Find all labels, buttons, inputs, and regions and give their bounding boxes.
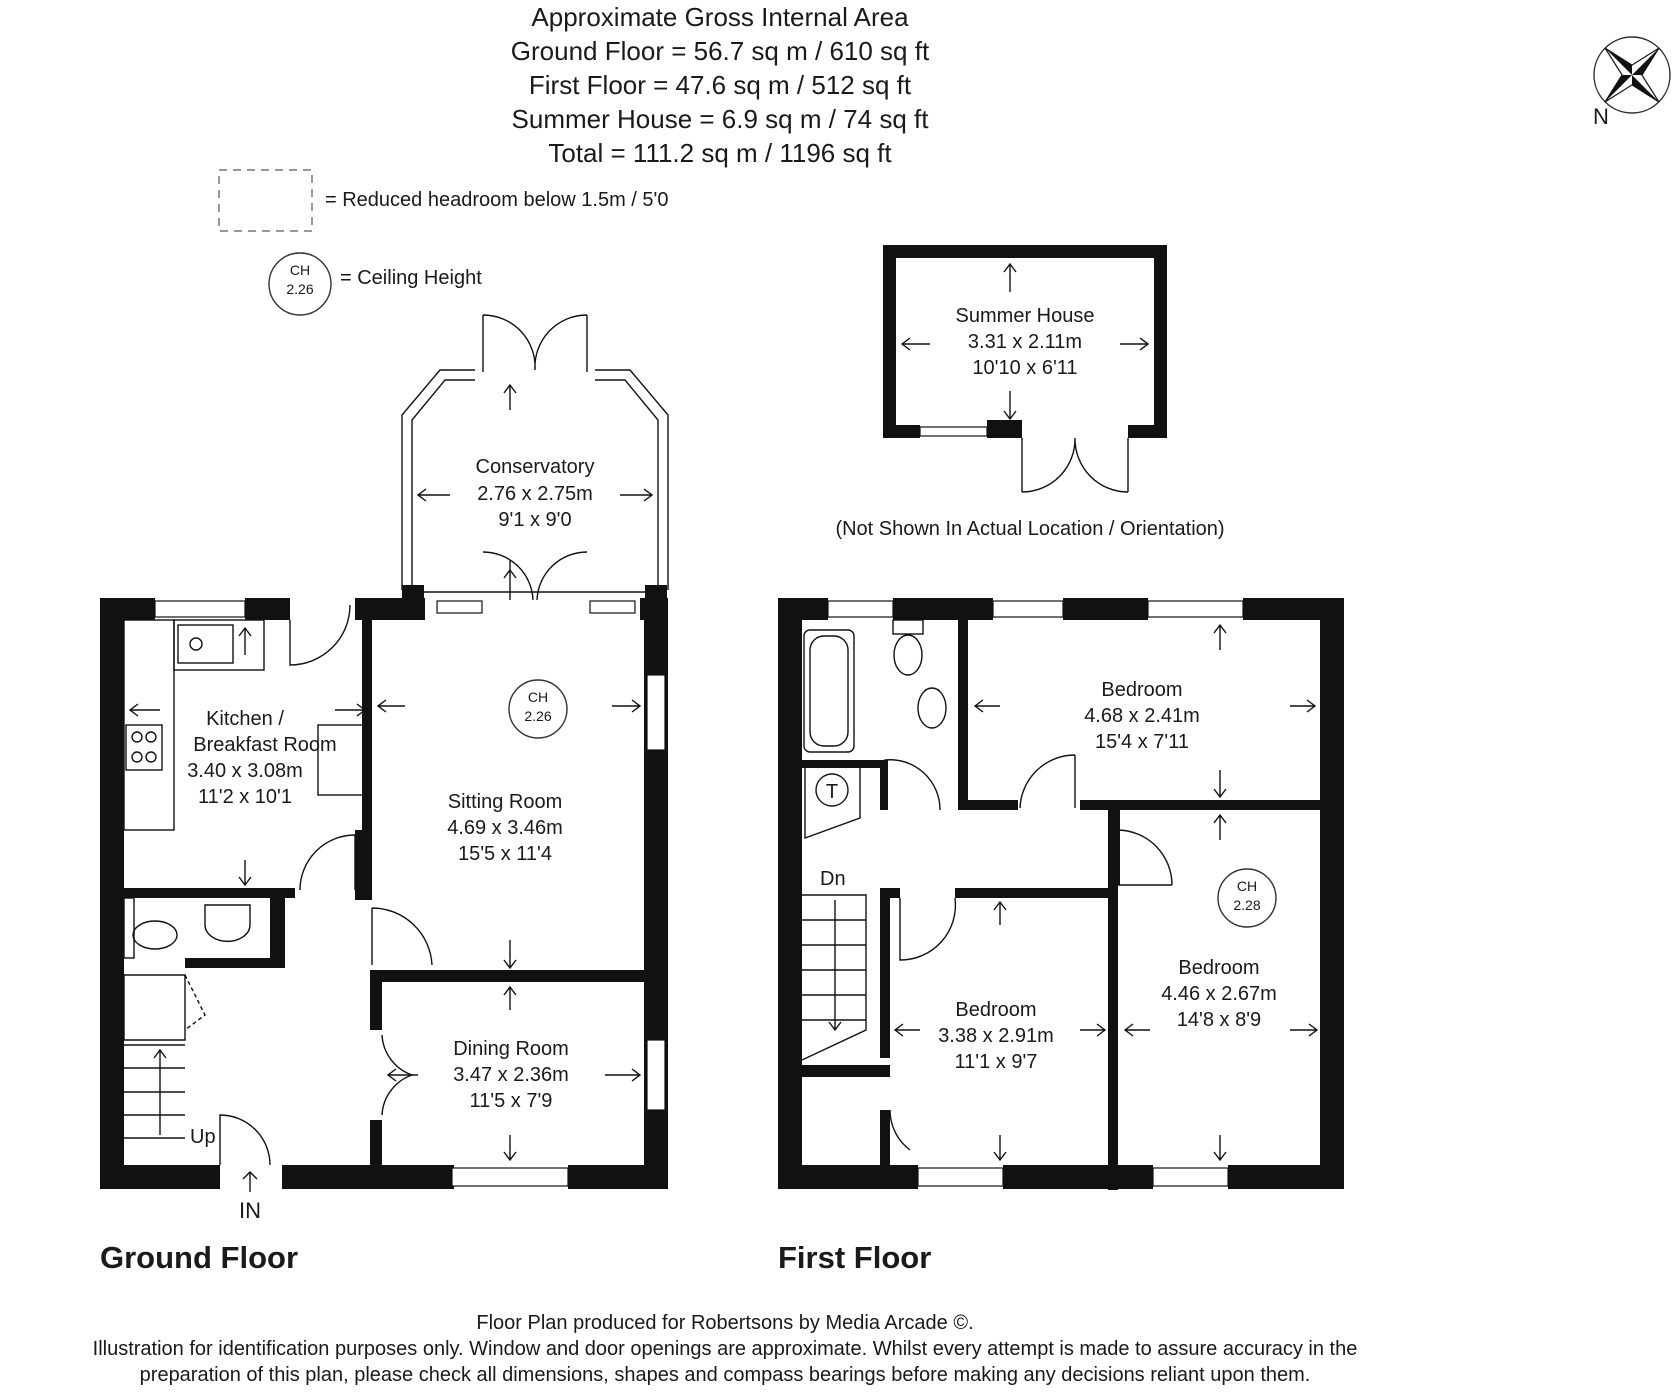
legend-ceiling-height: = Ceiling Height [340,267,482,289]
compass-north-label: N [1593,104,1609,129]
legend-ch-label: CH [290,262,310,278]
ground-stairs-label: Up [190,1126,216,1148]
conservatory-name: Conservatory [476,456,595,478]
area-first-floor: First Floor = 47.6 sq m / 512 sq ft [528,70,912,100]
first-stairs-label: Dn [820,868,846,890]
bedroom-1-metric: 4.68 x 2.41m [1084,705,1200,727]
bedroom-2-name: Bedroom [1178,957,1259,979]
ground-floor-title: Ground Floor [100,1240,298,1275]
area-title: Approximate Gross Internal Area [531,2,909,32]
bedroom-1-imperial: 15'4 x 7'11 [1095,731,1189,753]
tank-label: T [826,781,838,803]
sitting-room-imperial: 15'5 x 11'4 [458,843,552,865]
entrance-label: IN [239,1198,261,1223]
compass-rose-icon [1593,36,1671,114]
bedroom-3-metric: 3.38 x 2.91m [938,1025,1054,1047]
sitting-room-name: Sitting Room [448,791,563,813]
area-summary: Approximate Gross Internal Area Ground F… [0,0,1440,170]
dining-room-imperial: 11'5 x 7'9 [470,1090,553,1112]
legend-ch-value: 2.26 [286,281,313,297]
kitchen-metric: 3.40 x 3.08m [187,760,303,782]
bedroom-2-ch-badge: CH 2.28 [1217,868,1277,928]
legend-ch-badge: CH 2.26 [268,252,332,316]
conservatory-imperial: 9'1 x 9'0 [498,509,571,531]
sitting-room-ch-value: 2.26 [524,708,551,724]
bedroom-2-ch-label: CH [1237,878,1257,894]
kitchen-name-line1: Kitchen / [206,708,284,730]
sitting-room-ch-badge: CH 2.26 [508,679,568,739]
kitchen-imperial: 11'2 x 10'1 [198,786,292,808]
sitting-room-ch-label: CH [528,689,548,705]
area-total: Total = 111.2 sq m / 1196 sq ft [548,138,892,168]
legend-reduced-headroom: = Reduced headroom below 1.5m / 5'0 [325,189,668,211]
first-floor-plan [778,598,1344,1190]
dining-room-metric: 3.47 x 2.36m [453,1064,569,1086]
sitting-room-metric: 4.69 x 3.46m [447,817,563,839]
bedroom-3-name: Bedroom [955,999,1036,1021]
bedroom-2-imperial: 14'8 x 8'9 [1177,1009,1261,1031]
bedroom-2-metric: 4.46 x 2.67m [1161,983,1277,1005]
disclaimer-line-2: Illustration for identification purposes… [92,1338,1358,1360]
summer-house-name: Summer House [956,305,1095,327]
disclaimer: Floor Plan produced for Robertsons by Me… [0,1310,1450,1388]
area-summer-house: Summer House = 6.9 sq m / 74 sq ft [511,104,929,134]
area-ground-floor: Ground Floor = 56.7 sq m / 610 sq ft [510,36,930,66]
disclaimer-line-1: Floor Plan produced for Robertsons by Me… [476,1312,974,1334]
summer-house-imperial: 10'10 x 6'11 [972,357,1077,379]
bedroom-2-ch-value: 2.28 [1233,897,1260,913]
first-floor-title: First Floor [778,1240,931,1275]
kitchen-name-line2: Breakfast Room [193,734,336,756]
reduced-headroom-swatch [218,169,313,232]
bedroom-1-name: Bedroom [1101,679,1182,701]
summer-house-note: (Not Shown In Actual Location / Orientat… [835,518,1224,540]
bedroom-3-imperial: 11'1 x 9'7 [955,1051,1038,1073]
summer-house-plan [883,245,1167,493]
summer-house-metric: 3.31 x 2.11m [968,331,1082,353]
disclaimer-line-3: preparation of this plan, please check a… [139,1364,1311,1386]
conservatory-metric: 2.76 x 2.75m [477,483,593,505]
ground-floor-plan [100,314,669,1192]
dining-room-name: Dining Room [453,1038,569,1060]
